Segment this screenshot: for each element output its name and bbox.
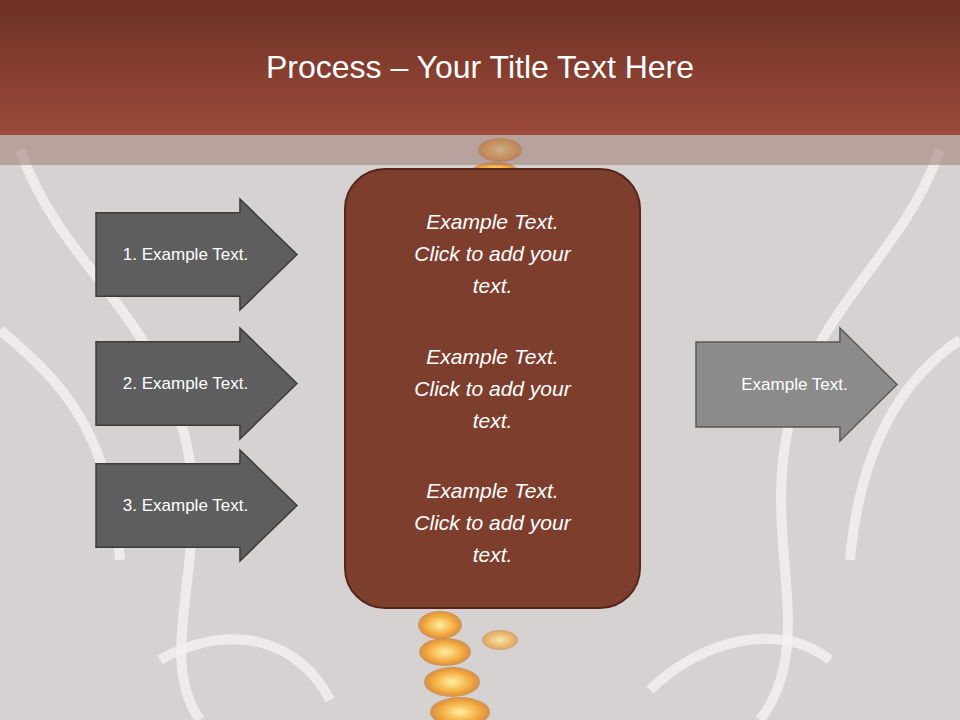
box-text: Example Text. Click to add your text.: [413, 475, 573, 571]
arrow-shape: Example Text.: [695, 327, 898, 442]
arrow-label: 3. Example Text.: [95, 449, 276, 562]
arrow-shape: 1. Example Text.: [95, 198, 298, 311]
title-band: [0, 135, 960, 165]
rounded-rect: [345, 169, 640, 608]
box-text: Example Text. Click to add your text.: [413, 341, 573, 437]
arrow-shape: 2. Example Text.: [95, 327, 298, 440]
arrow-label: 1. Example Text.: [95, 198, 276, 311]
slide-title: Process – Your Title Text Here: [0, 0, 960, 135]
arrow-polygon: [696, 328, 897, 441]
arrow-polygon: [96, 328, 297, 439]
arrow-label: Example Text.: [695, 327, 894, 442]
arrow-polygon: [96, 199, 297, 310]
body-outline: [0, 150, 960, 720]
title-bar: [0, 0, 960, 135]
content-box: Example Text. Click to add your text. Exa…: [344, 168, 641, 609]
arrow-shape: 3. Example Text.: [95, 449, 298, 562]
arrow-label: 2. Example Text.: [95, 327, 276, 440]
arrow-polygon: [96, 450, 297, 561]
text-column: Example Text. Click to add your text. Exa…: [344, 168, 641, 609]
box-text: Example Text. Click to add your text.: [413, 206, 573, 302]
